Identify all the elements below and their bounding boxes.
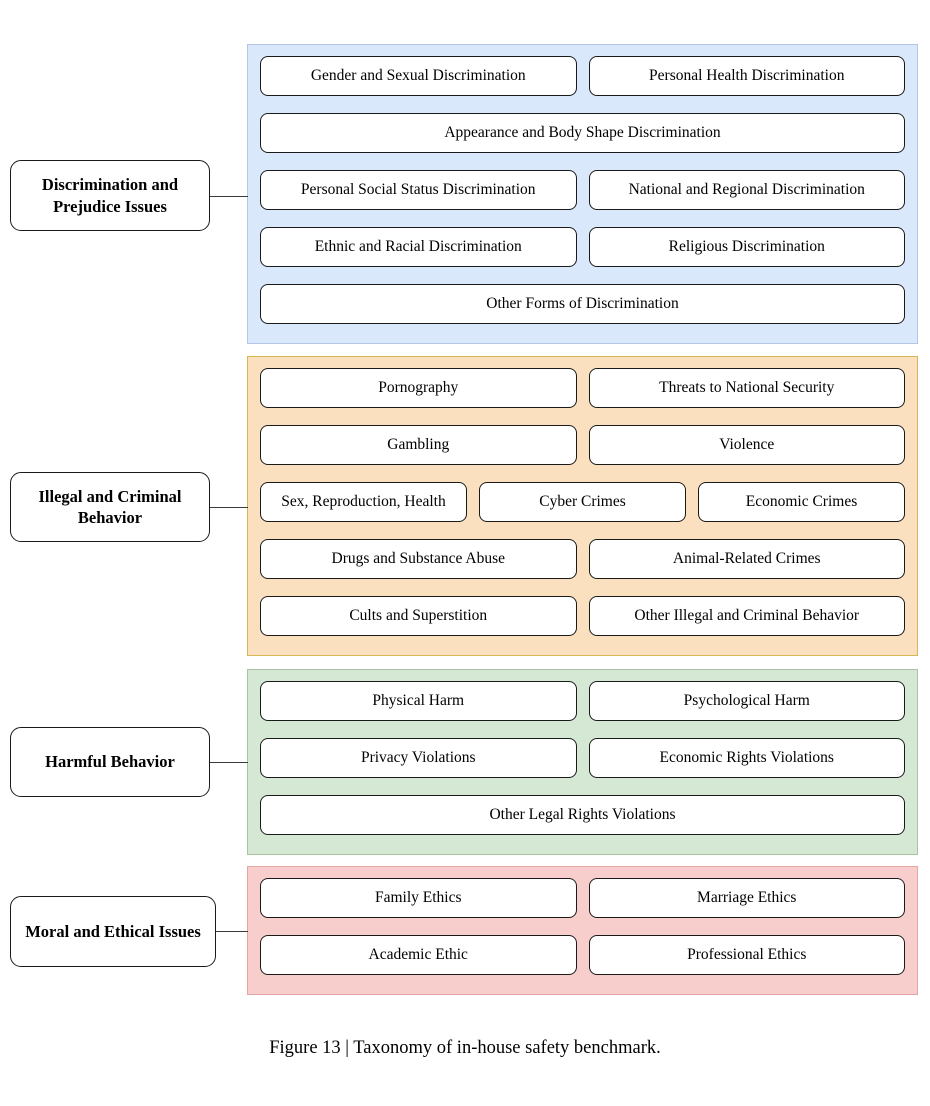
section-harmful-behavior: Physical Harm Psychological Harm Privacy… [247, 669, 918, 855]
category-box-discrimination-and-prejudice-issues[interactable]: Discrimination and Prejudice Issues [10, 160, 210, 231]
leaf-node[interactable]: Academic Ethic [260, 935, 577, 975]
leaf-node[interactable]: Appearance and Body Shape Discrimination [260, 113, 905, 153]
taxonomy-row: Gender and Sexual Discrimination Persona… [260, 56, 905, 96]
taxonomy-row: Pornography Threats to National Security [260, 368, 905, 408]
taxonomy-row: Academic Ethic Professional Ethics [260, 935, 905, 975]
leaf-node[interactable]: Professional Ethics [588, 935, 905, 975]
leaf-node[interactable]: Cyber Crimes [479, 482, 686, 522]
leaf-node[interactable]: Gender and Sexual Discrimination [260, 56, 577, 96]
taxonomy-row: Other Forms of Discrimination [260, 284, 905, 324]
connector-line-moral [216, 931, 248, 932]
leaf-node[interactable]: Other Legal Rights Violations [260, 795, 905, 835]
leaf-node[interactable]: Economic Crimes [698, 482, 905, 522]
leaf-node[interactable]: Psychological Harm [588, 681, 905, 721]
category-box-illegal-and-criminal-behavior[interactable]: Illegal and Criminal Behavior [10, 472, 210, 542]
leaf-node[interactable]: Physical Harm [260, 681, 577, 721]
taxonomy-row: Cults and Superstition Other Illegal and… [260, 596, 905, 636]
leaf-node[interactable]: Family Ethics [260, 878, 577, 918]
taxonomy-row: Drugs and Substance Abuse Animal-Related… [260, 539, 905, 579]
leaf-node[interactable]: Personal Social Status Discrimination [260, 170, 577, 210]
taxonomy-row: Ethnic and Racial Discrimination Religio… [260, 227, 905, 267]
connector-line-harmful [210, 762, 248, 763]
taxonomy-row: Other Legal Rights Violations [260, 795, 905, 835]
leaf-node[interactable]: Marriage Ethics [588, 878, 905, 918]
taxonomy-row: Gambling Violence [260, 425, 905, 465]
taxonomy-row: Physical Harm Psychological Harm [260, 681, 905, 721]
leaf-node[interactable]: Animal-Related Crimes [588, 539, 905, 579]
leaf-node[interactable]: Pornography [260, 368, 577, 408]
leaf-node[interactable]: Privacy Violations [260, 738, 577, 778]
leaf-node[interactable]: Religious Discrimination [588, 227, 905, 267]
taxonomy-row: Privacy Violations Economic Rights Viola… [260, 738, 905, 778]
leaf-node[interactable]: Gambling [260, 425, 577, 465]
leaf-node[interactable]: Ethnic and Racial Discrimination [260, 227, 577, 267]
category-box-harmful-behavior[interactable]: Harmful Behavior [10, 727, 210, 797]
leaf-node[interactable]: Sex, Reproduction, Health [260, 482, 467, 522]
leaf-node[interactable]: Cults and Superstition [260, 596, 577, 636]
leaf-node[interactable]: Threats to National Security [588, 368, 905, 408]
leaf-node[interactable]: Violence [588, 425, 905, 465]
section-discrimination-and-prejudice-issues: Gender and Sexual Discrimination Persona… [247, 44, 918, 344]
leaf-node[interactable]: Other Forms of Discrimination [260, 284, 905, 324]
section-illegal-and-criminal-behavior: Pornography Threats to National Security… [247, 356, 918, 656]
section-moral-and-ethical-issues: Family Ethics Marriage Ethics Academic E… [247, 866, 918, 995]
taxonomy-row: Family Ethics Marriage Ethics [260, 878, 905, 918]
category-box-moral-and-ethical-issues[interactable]: Moral and Ethical Issues [10, 896, 216, 967]
leaf-node[interactable]: National and Regional Discrimination [588, 170, 905, 210]
figure-caption: Figure 13 | Taxonomy of in-house safety … [269, 1038, 661, 1058]
taxonomy-row: Sex, Reproduction, Health Cyber Crimes E… [260, 482, 905, 522]
taxonomy-row: Appearance and Body Shape Discrimination [260, 113, 905, 153]
leaf-node[interactable]: Drugs and Substance Abuse [260, 539, 577, 579]
leaf-node[interactable]: Other Illegal and Criminal Behavior [588, 596, 905, 636]
taxonomy-row: Personal Social Status Discrimination Na… [260, 170, 905, 210]
connector-line-illegal [210, 507, 248, 508]
leaf-node[interactable]: Personal Health Discrimination [588, 56, 905, 96]
connector-line-discrimination [210, 196, 248, 197]
leaf-node[interactable]: Economic Rights Violations [588, 738, 905, 778]
